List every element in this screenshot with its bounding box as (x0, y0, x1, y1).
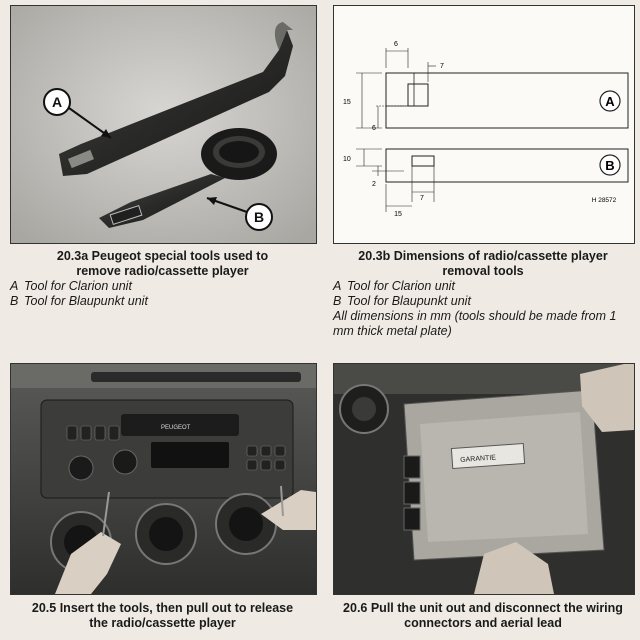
dim-b-lower: 2 (372, 181, 376, 188)
dim-a-right: 7 (440, 63, 444, 70)
callout-b-label: B (254, 209, 264, 225)
hand-bottom (474, 542, 554, 594)
caption-20-6: 20.6 Pull the unit out and disconnect th… (333, 601, 633, 631)
hand-left (55, 532, 121, 594)
diagram-callout-a-label: A (605, 94, 615, 109)
caption-title: 20.6 Pull the unit out and disconnect th… (343, 601, 623, 630)
photo-insert-tools: PEUGEOT (10, 363, 317, 595)
hand-top-right (580, 364, 634, 432)
tool-a-shape (59, 30, 293, 176)
dim-b-height: 10 (343, 156, 351, 163)
dim-a-top: 6 (394, 41, 398, 48)
radio-brand: PEUGEOT (161, 425, 191, 431)
diagram-callout-b-label: B (605, 158, 614, 173)
callout-a-label: A (52, 94, 62, 110)
item-letter: A (10, 279, 19, 293)
item-letter: B (333, 294, 342, 308)
diagram-tool-dimensions: 6 7 15 6 A 10 2 7 15 B H 28572 (333, 5, 635, 244)
dim-b-bottom: 15 (394, 211, 402, 218)
hand-right (261, 490, 316, 530)
caption-20-5: 20.5 Insert the tools, then pull out to … (10, 601, 315, 631)
wiring-connector (403, 455, 421, 479)
dim-a-lower: 6 (372, 125, 376, 132)
caption-20-3b: 20.3b Dimensions of radio/cassette playe… (333, 249, 633, 339)
callout-a-circle (43, 88, 71, 116)
callout-b-circle (245, 203, 273, 231)
label-text: GARANTIE (460, 454, 497, 464)
caption-title: 20.5 Insert the tools, then pull out to … (31, 601, 294, 630)
wiring-connector (403, 507, 421, 531)
warranty-label (450, 442, 526, 470)
diagram-callout-a-circle (599, 90, 621, 112)
caption-note: All dimensions in mm (tools should be ma… (333, 309, 617, 338)
caption-title: 20.3b Dimensions of radio/cassette playe… (358, 249, 608, 278)
caption-title: 20.3a Peugeot special tools used to remo… (56, 249, 269, 278)
diagram-reference: H 28572 (592, 197, 617, 204)
caption-20-3a: 20.3a Peugeot special tools used to remo… (10, 249, 315, 309)
dim-b-width: 7 (420, 195, 424, 202)
photo-removal-tools: A B (10, 5, 317, 244)
diagram-callout-b-circle (599, 154, 621, 176)
item-letter: B (10, 294, 19, 308)
photo-pull-unit: GARANTIE (333, 363, 635, 595)
dim-a-height: 15 (343, 99, 351, 106)
wiring-connector (403, 481, 421, 505)
item-letter: A (333, 279, 342, 293)
